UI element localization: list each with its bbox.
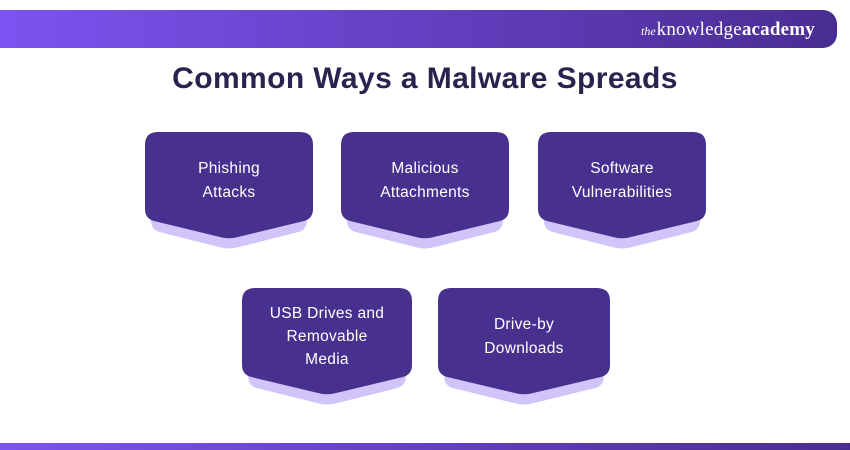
logo-academy: academy	[741, 18, 815, 40]
card-chevron-shape	[438, 288, 610, 405]
chevron-face	[145, 132, 313, 239]
card-malicious-attachments: Malicious Attachments	[341, 132, 509, 252]
chevron-face	[242, 288, 412, 395]
chevron-face	[438, 288, 610, 395]
footer-bar	[0, 443, 850, 450]
card-usb-drives-removable-media: USB Drives and Removable Media	[242, 288, 412, 408]
card-label: Phishing Attacks	[198, 160, 260, 201]
logo-knowledge: knowledge	[656, 18, 742, 40]
page-title: Common Ways a Malware Spreads	[172, 62, 678, 95]
chevron-face	[538, 132, 706, 239]
card-label: Software Vulnerabilities	[571, 160, 673, 201]
card-label: USB Drives and Removable Media	[269, 304, 385, 369]
card-software-vulnerabilities: Software Vulnerabilities	[538, 132, 706, 252]
card-label: Malicious Attachments	[380, 160, 470, 201]
card-phishing-attacks: Phishing Attacks	[145, 132, 313, 252]
card-drive-by-downloads: Drive-by Downloads	[438, 288, 610, 408]
card-chevron-shape	[145, 132, 313, 249]
card-chevron-shape	[242, 288, 412, 405]
card-chevron-shape	[538, 132, 706, 249]
card-chevron-shape	[341, 132, 509, 249]
card-label: Drive-by Downloads	[484, 316, 564, 357]
logo-the: the	[640, 23, 656, 38]
chevron-face	[341, 132, 509, 239]
